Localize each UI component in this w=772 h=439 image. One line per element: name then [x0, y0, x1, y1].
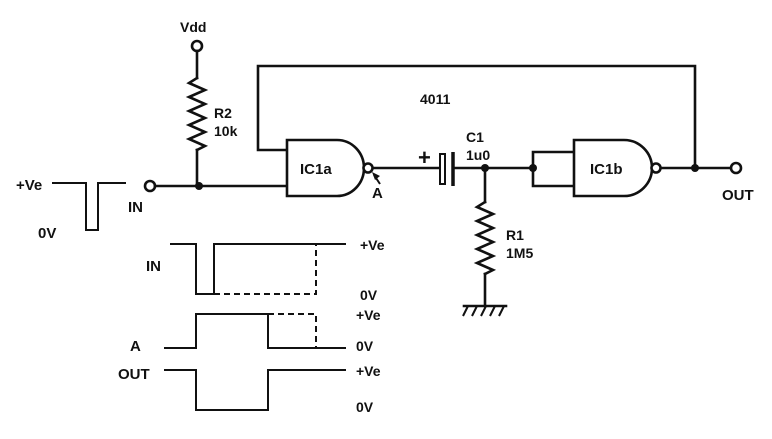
gate-ic1a-label: IC1a [300, 161, 332, 178]
resistor-r1-section: R1 1M5 [462, 164, 533, 317]
resistor-r2-value: 10k [214, 123, 238, 139]
gate-ic1a-bubble [362, 162, 374, 174]
timing-out-high-label: +Ve [356, 363, 381, 379]
timing-a-dashed-extension [268, 313, 317, 348]
vdd-terminal [190, 39, 204, 53]
output-junction-node [691, 164, 699, 172]
node-a-marker: A [372, 172, 383, 202]
input-pulse-sketch: +Ve 0V [16, 177, 126, 242]
resistor-r2-name: R2 [214, 105, 232, 121]
c1-value: 1u0 [466, 147, 490, 163]
feedback-wire [256, 64, 697, 170]
input-terminal [143, 179, 157, 193]
c1-polarity-mark: + [418, 145, 431, 170]
capacitor-c1: + C1 1u0 [371, 129, 535, 186]
supply-section: Vdd R2 10k [180, 19, 238, 188]
timing-diagram: IN +Ve 0V A OUT +Ve 0V +Ve 0V [118, 237, 385, 415]
vdd-label: Vdd [180, 19, 206, 35]
timing-in-high-label: +Ve [360, 237, 385, 253]
output-section: OUT [659, 161, 754, 204]
c1-name: C1 [466, 129, 484, 145]
resistor-r1-symbol [473, 200, 497, 276]
input-junction-node [195, 182, 203, 190]
input-section: IN [128, 179, 289, 216]
gate-ic1b: IC1b [529, 138, 662, 198]
gate-ic1b-input-tie [531, 150, 579, 188]
gate-ic1b-label: IC1b [590, 161, 623, 178]
output-label: OUT [722, 187, 754, 204]
resistor-r1-name: R1 [506, 227, 524, 243]
input-pulse-low-label: 0V [38, 225, 56, 242]
timing-out-waveform [164, 369, 346, 411]
chip-label: 4011 [420, 91, 451, 107]
output-terminal [729, 161, 743, 175]
resistor-r2-symbol [185, 76, 209, 152]
timing-a-low-label: 0V [356, 338, 374, 354]
node-a-arrow-head [372, 172, 380, 180]
timing-in-dashed-extension [214, 244, 317, 295]
gate-ic1b-input-node [529, 164, 537, 172]
timing-out-low-label: 0V [356, 399, 374, 415]
timing-in-name: IN [146, 258, 161, 275]
timing-a-name: A [130, 338, 141, 355]
resistor-r1-value: 1M5 [506, 245, 533, 261]
c1-positive-plate [439, 153, 446, 185]
node-a-label: A [372, 185, 383, 202]
timing-in-waveform [170, 243, 346, 295]
timing-a-waveform [164, 313, 346, 349]
timing-out-name: OUT [118, 366, 150, 383]
timing-in-low-label: 0V [360, 287, 378, 303]
timing-a-high-label: +Ve [356, 307, 381, 323]
input-pulse-high-label: +Ve [16, 177, 42, 194]
input-label: IN [128, 199, 143, 216]
ground-icon [462, 304, 508, 317]
gate-ic1a: IC1a [285, 138, 374, 198]
gate-ic1b-bubble [650, 162, 662, 174]
input-pulse-waveform [52, 182, 126, 231]
